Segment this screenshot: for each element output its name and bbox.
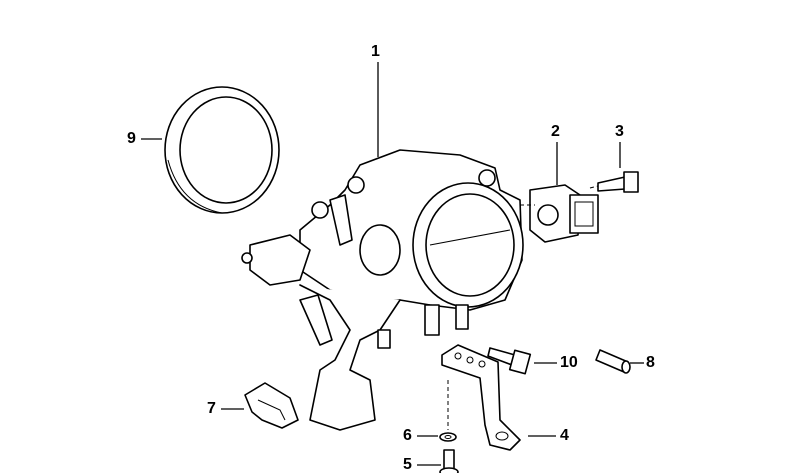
callout-3: 3	[615, 123, 624, 140]
part-2-throttle-position-sensor	[529, 184, 599, 243]
part-8-pin	[595, 349, 631, 374]
callout-8: 8	[646, 354, 655, 371]
callout-2: 2	[551, 123, 560, 140]
callout-7: 7	[207, 400, 216, 417]
alignment-lines	[447, 185, 599, 430]
part-10-screw	[487, 347, 532, 375]
part-3-screw	[597, 171, 639, 193]
callout-1: 1	[371, 43, 380, 60]
part-1-throttle-housing	[241, 149, 524, 431]
callout-leaders	[141, 62, 644, 466]
callout-5: 5	[403, 456, 412, 473]
part-7-clip	[244, 382, 299, 429]
part-6-washer	[439, 432, 457, 442]
callout-10: 10	[560, 354, 578, 371]
part-5-screw	[439, 449, 459, 473]
callout-6: 6	[403, 427, 412, 444]
part-4-bracket	[441, 344, 521, 451]
callout-9: 9	[127, 130, 136, 147]
callout-4: 4	[560, 427, 569, 444]
part-9-sealing-ring	[164, 86, 280, 214]
